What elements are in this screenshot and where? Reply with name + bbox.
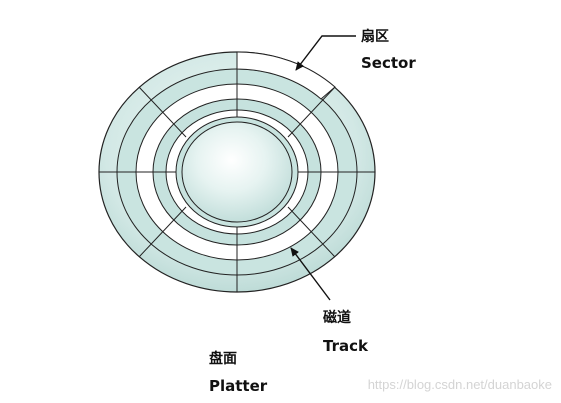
spindle-hub [181, 121, 293, 223]
track-pointer [290, 247, 331, 301]
sector-label-en: Sector [361, 54, 416, 72]
track-label-zh: 磁道 [323, 309, 351, 326]
platter-label-en: Platter [209, 377, 268, 395]
sector-label-zh: 扇区 [361, 28, 389, 45]
sector-dividers [99, 52, 375, 292]
platter [98, 51, 376, 293]
platter-label-zh: 盘面 [209, 350, 237, 367]
sector-pointer [295, 35, 356, 71]
watermark: https://blog.csdn.net/duanbaoke [368, 377, 552, 392]
highlighted-sector [236, 51, 336, 100]
track-label-en: Track [323, 337, 369, 355]
